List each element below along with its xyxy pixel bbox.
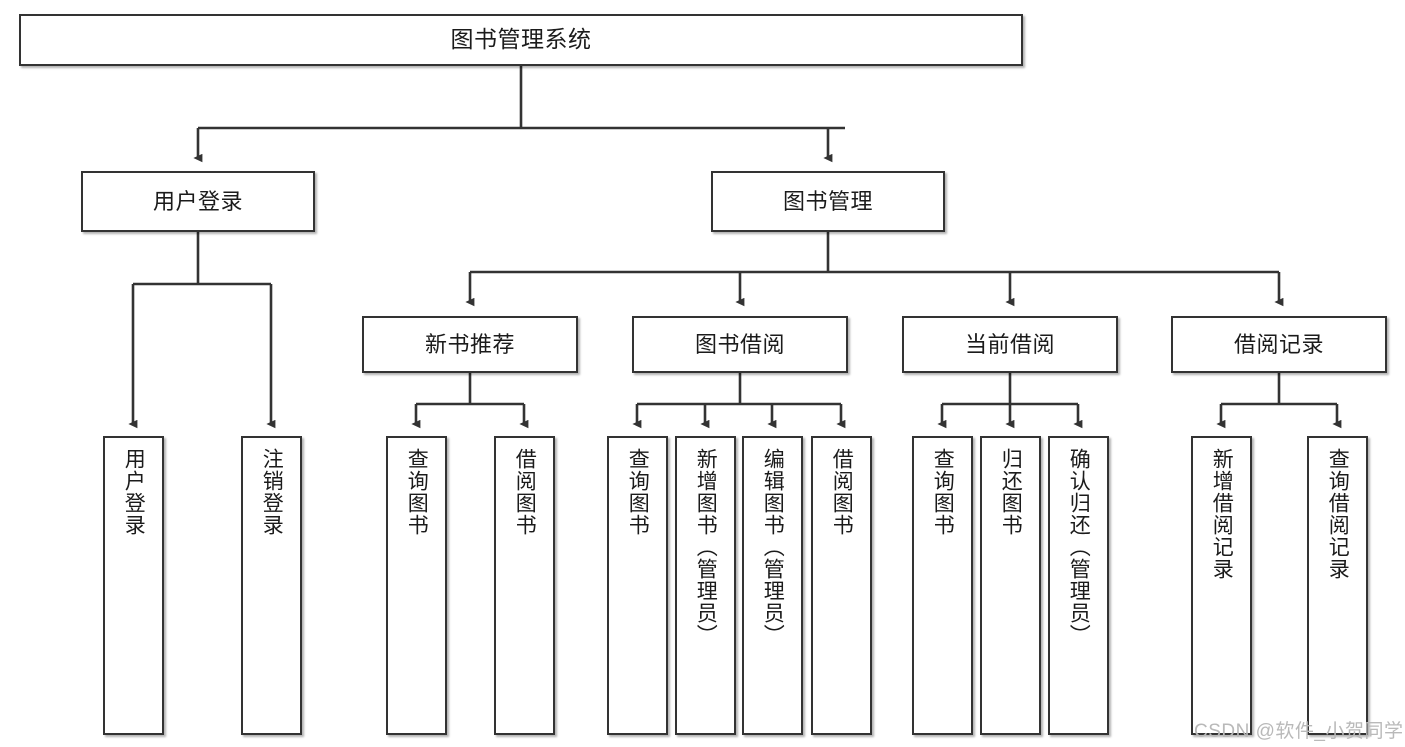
leaf-label: 用户登录 (122, 448, 146, 536)
leaf-current-query-book[interactable]: 查询图书 (912, 436, 973, 735)
leaf-label: 查询图书 (626, 448, 650, 536)
leaf-label: 归还图书 (999, 448, 1023, 536)
node-root[interactable]: 图书管理系统 (19, 14, 1023, 66)
leaf-label: 注销登录 (260, 448, 284, 536)
leaf-recommend-query-book[interactable]: 查询图书 (386, 436, 447, 735)
node-new-book-recommend-label: 新书推荐 (424, 331, 515, 357)
leaf-borrow-borrow-book[interactable]: 借阅图书 (811, 436, 872, 735)
leaf-record-query-record[interactable]: 查询借阅记录 (1307, 436, 1368, 735)
leaf-label: 新增图书（管理员） (694, 448, 718, 646)
watermark-text: CSDN @软件_小贺同学 (1194, 721, 1404, 742)
leaf-borrow-edit-book-admin[interactable]: 编辑图书（管理员） (742, 436, 803, 735)
leaf-user-login-login[interactable]: 用户登录 (103, 436, 164, 735)
leaf-current-confirm-return-admin[interactable]: 确认归还（管理员） (1048, 436, 1109, 735)
node-user-login-label: 用户登录 (152, 188, 243, 214)
leaf-borrow-add-book-admin[interactable]: 新增图书（管理员） (675, 436, 736, 735)
leaf-label: 借阅图书 (830, 448, 854, 536)
leaf-label: 查询图书 (405, 448, 429, 536)
leaf-label: 查询借阅记录 (1326, 448, 1350, 580)
node-user-login[interactable]: 用户登录 (81, 171, 315, 232)
node-borrow-record-label: 借阅记录 (1233, 331, 1324, 357)
leaf-label: 新增借阅记录 (1210, 448, 1234, 580)
node-root-label: 图书管理系统 (450, 26, 592, 53)
node-book-management-label: 图书管理 (782, 188, 873, 214)
node-current-borrow[interactable]: 当前借阅 (902, 316, 1118, 373)
node-book-borrow-label: 图书借阅 (694, 331, 785, 357)
leaf-label: 确认归还（管理员） (1067, 448, 1091, 646)
leaf-borrow-query-book[interactable]: 查询图书 (607, 436, 668, 735)
leaf-label: 查询图书 (931, 448, 955, 536)
node-borrow-record[interactable]: 借阅记录 (1171, 316, 1387, 373)
node-book-borrow[interactable]: 图书借阅 (632, 316, 848, 373)
leaf-record-add-record[interactable]: 新增借阅记录 (1191, 436, 1252, 735)
node-new-book-recommend[interactable]: 新书推荐 (362, 316, 578, 373)
node-current-borrow-label: 当前借阅 (964, 331, 1055, 357)
leaf-current-return-book[interactable]: 归还图书 (980, 436, 1041, 735)
leaf-label: 借阅图书 (513, 448, 537, 536)
node-book-management[interactable]: 图书管理 (711, 171, 945, 232)
leaf-user-login-logout[interactable]: 注销登录 (241, 436, 302, 735)
leaf-recommend-borrow-book[interactable]: 借阅图书 (494, 436, 555, 735)
leaf-label: 编辑图书（管理员） (761, 448, 785, 646)
